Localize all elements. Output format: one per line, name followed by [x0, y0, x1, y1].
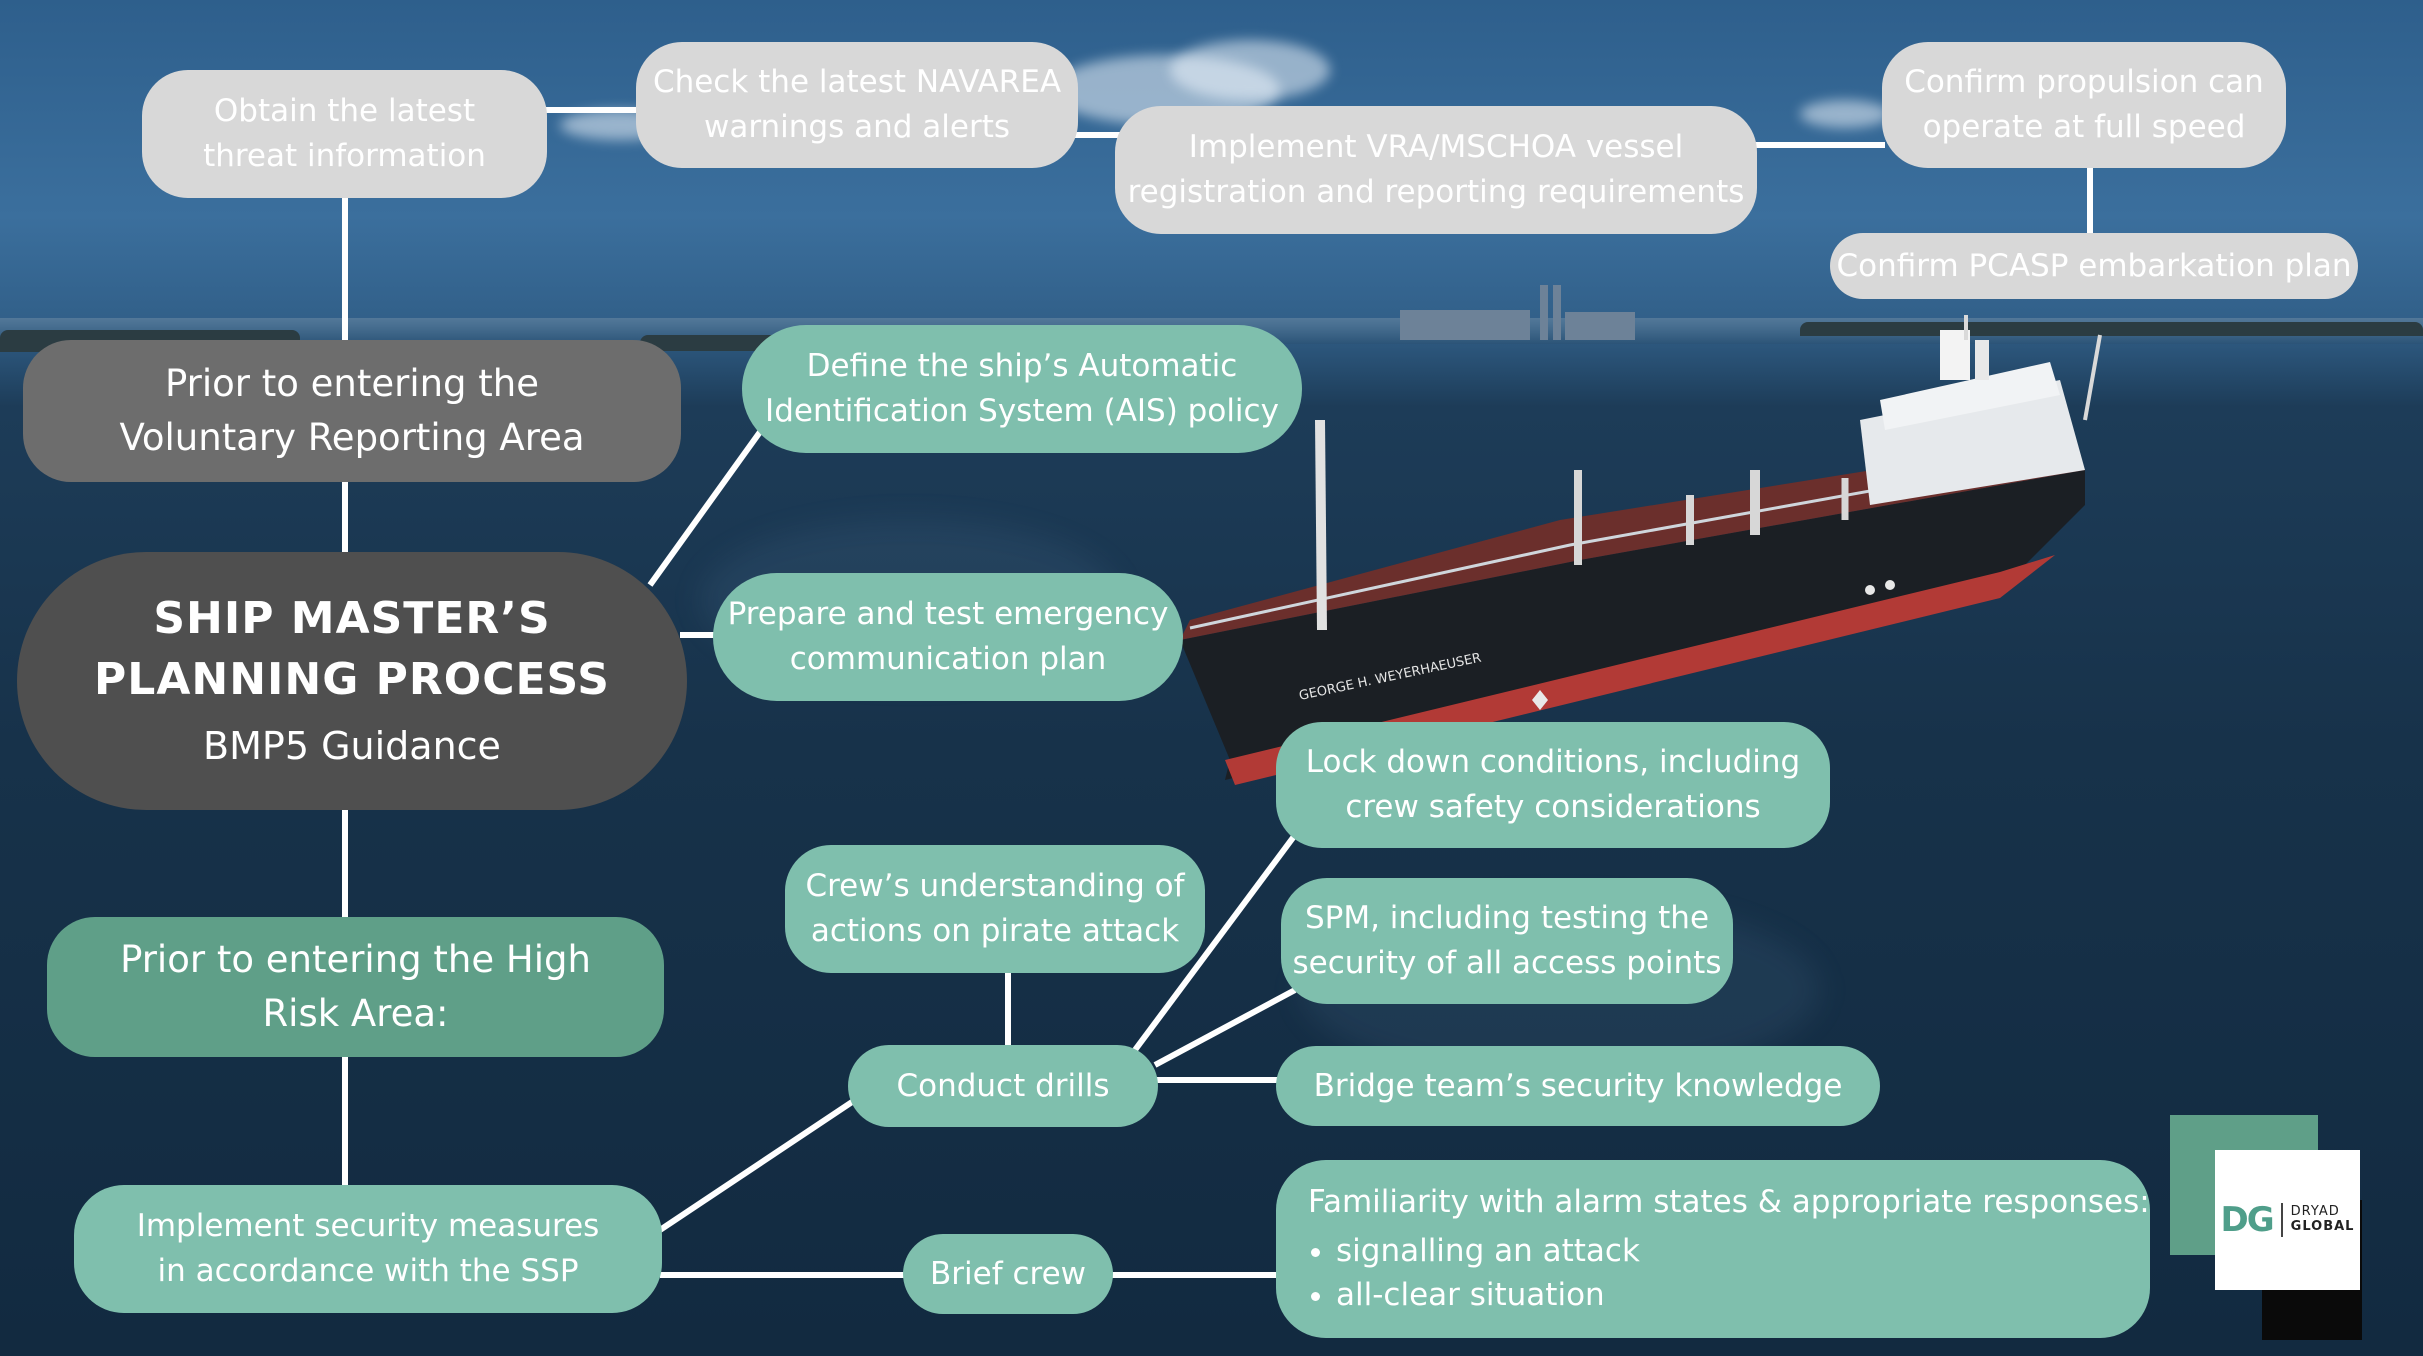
propulsion-line2: operate at full speed — [1922, 109, 2246, 145]
lockdown-line2: crew safety considerations — [1345, 789, 1761, 825]
center-title-line2: PLANNING PROCESS — [94, 654, 610, 706]
city-tower — [1540, 285, 1548, 340]
phase-vra-line2: Voluntary Reporting Area — [119, 416, 585, 459]
phase-vra-line1: Prior to entering the — [164, 362, 540, 406]
alarm-states-node: Familiarity with alarm states & appropri… — [1276, 1160, 2150, 1338]
logo-word-dryad: DRYAD — [2290, 1204, 2340, 1220]
emergency-comms-line2: communication plan — [789, 641, 1107, 677]
center-title-node: SHIP MASTER’S PLANNING PROCESS BMP5 Guid… — [17, 552, 687, 810]
ship-hull — [1180, 470, 2085, 780]
security-measures-node: Implement security measures in accordanc… — [74, 1185, 662, 1313]
emergency-comms-line1: Prepare and test emergency — [727, 596, 1169, 633]
alarm-item-signalling: signalling an attack — [1336, 1229, 1640, 1274]
alarm-item-all-clear: all-clear situation — [1336, 1273, 1640, 1318]
ship-funnel — [1975, 340, 1989, 380]
ais-policy-line1: Define the ship’s Automatic — [806, 348, 1238, 385]
pcasp-node: Confirm PCASP embarkation plan — [1830, 233, 2358, 299]
lockdown-node: Lock down conditions, including crew saf… — [1276, 722, 1830, 848]
ship-foremast — [1315, 419, 1327, 631]
ship-bridge — [1880, 362, 2060, 430]
propulsion-node: Confirm propulsion can operate at full s… — [1882, 42, 2286, 168]
vra-registration-node: Implement VRA/MSCHOA vessel registration… — [1115, 106, 1757, 234]
city-skyline — [1565, 312, 1635, 340]
spm-line1: SPM, including testing the — [1304, 900, 1710, 937]
conduct-drills-node: Conduct drills — [848, 1045, 1158, 1127]
phase-hra-line2: Risk Area: — [262, 992, 449, 1035]
crew-understanding-line1: Crew’s understanding of — [805, 868, 1185, 905]
logo-mark: DG — [2220, 1200, 2275, 1240]
ais-policy-line2: Identification System (AIS) policy — [765, 393, 1279, 429]
porthole — [1865, 585, 1875, 595]
porthole — [1885, 580, 1895, 590]
crew-understanding-line2: actions on pirate attack — [810, 913, 1180, 949]
navarea-node: Check the latest NAVAREA warnings and al… — [636, 42, 1078, 168]
bridge-knowledge-label: Bridge team’s security knowledge — [1313, 1067, 1843, 1104]
dryad-global-logo: DG DRYAD GLOBAL — [2215, 1150, 2360, 1290]
ship-deck — [1180, 440, 2085, 640]
navarea-line2: warnings and alerts — [703, 109, 1011, 145]
lockdown-line1: Lock down conditions, including — [1305, 744, 1801, 781]
conduct-drills-label: Conduct drills — [896, 1067, 1110, 1104]
spm-line2: security of all access points — [1292, 945, 1722, 981]
ship-mast — [2083, 334, 2102, 421]
city-skyline — [1400, 310, 1530, 340]
threat-info-line1: Obtain the latest — [213, 93, 476, 130]
alarm-states-title: Familiarity with alarm states & appropri… — [1308, 1183, 2150, 1220]
cloud — [1800, 100, 1890, 128]
hull-marking — [1532, 690, 1548, 710]
center-subtitle: BMP5 Guidance — [203, 724, 501, 769]
security-measures-line2: in accordance with the SSP — [157, 1253, 579, 1289]
threat-info-node: Obtain the latest threat information — [142, 70, 547, 198]
city-tower — [1553, 285, 1561, 340]
logo-word-global: GLOBAL — [2290, 1219, 2355, 1234]
emergency-comms-node: Prepare and test emergency communication… — [713, 573, 1183, 701]
security-measures-line1: Implement security measures — [136, 1208, 600, 1245]
brief-crew-node: Brief crew — [903, 1234, 1113, 1314]
crew-understanding-node: Crew’s understanding of actions on pirat… — [785, 845, 1205, 973]
threat-info-line2: threat information — [203, 138, 486, 174]
phase-hra: Prior to entering the High Risk Area: — [47, 917, 664, 1057]
propulsion-line1: Confirm propulsion can — [1904, 64, 2264, 101]
ais-policy-node: Define the ship’s Automatic Identificati… — [742, 325, 1302, 453]
spm-node: SPM, including testing the security of a… — [1281, 878, 1733, 1004]
alarm-states-list: signalling an attack all-clear situation — [1308, 1229, 1640, 1319]
navarea-line1: Check the latest NAVAREA — [652, 64, 1062, 101]
cloud — [1170, 40, 1330, 100]
phase-vra: Prior to entering the Voluntary Reportin… — [23, 340, 681, 482]
center-title-line1: SHIP MASTER’S — [153, 592, 551, 644]
pcasp-label: Confirm PCASP embarkation plan — [1836, 247, 2352, 284]
logo-wordmark: DRYAD GLOBAL — [2290, 1204, 2355, 1235]
brief-crew-label: Brief crew — [930, 1255, 1086, 1292]
bridge-knowledge-node: Bridge team’s security knowledge — [1276, 1046, 1880, 1126]
logo-divider — [2280, 1203, 2283, 1237]
vra-registration-line2: registration and reporting requirements — [1127, 174, 1745, 210]
phase-hra-line1: Prior to entering the High — [120, 938, 591, 982]
vra-registration-line1: Implement VRA/MSCHOA vessel — [1188, 129, 1684, 166]
